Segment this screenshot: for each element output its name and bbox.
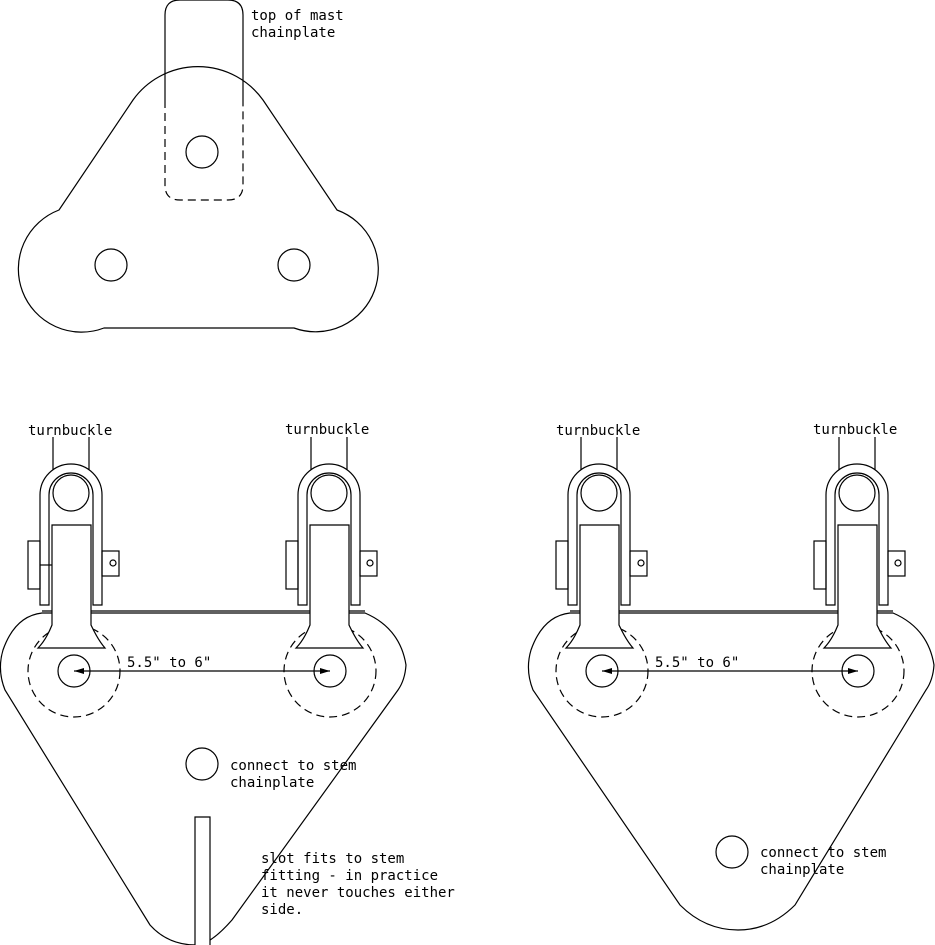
mast-tang-hidden xyxy=(164,100,244,201)
mast-plate-hole-right xyxy=(277,248,311,282)
left-plate-slot xyxy=(194,816,211,945)
mast-tang xyxy=(164,0,244,100)
left-turnbuckle-a xyxy=(27,437,120,688)
right-dimension-arrow xyxy=(602,668,858,674)
left-stem-plate: 5.5" to 6" turnbuckle turnbuckle connect… xyxy=(0,422,455,945)
right-turnbuckle-b xyxy=(813,437,906,688)
left-stem-hole xyxy=(185,747,219,781)
right-stem-hole xyxy=(715,835,749,869)
left-turnbuckle-label-b: turnbuckle xyxy=(285,422,369,438)
left-connect-line2: chainplate xyxy=(230,775,314,791)
left-dimension-arrow xyxy=(74,668,330,674)
left-slot-note-line4: side. xyxy=(261,902,303,918)
right-dimension-label: 5.5" to 6" xyxy=(655,655,739,671)
right-connect-line2: chainplate xyxy=(760,862,844,878)
mast-plate-hole-left xyxy=(94,248,128,282)
right-turnbuckle-label-a: turnbuckle xyxy=(556,423,640,439)
right-plate-outline xyxy=(527,612,935,931)
mast-label-line1: top of mast xyxy=(251,8,344,24)
mast-plate-outline xyxy=(17,66,379,333)
right-connect-line1: connect to stem xyxy=(760,845,886,861)
left-slot-note-line1: slot fits to stem xyxy=(261,851,404,867)
mast-tang-hole xyxy=(185,135,219,169)
left-connect-line1: connect to stem xyxy=(230,758,356,774)
right-turnbuckle-a xyxy=(555,437,648,688)
left-turnbuckle-label-a: turnbuckle xyxy=(28,423,112,439)
left-slot-note-line2: fitting - in practice xyxy=(261,868,438,884)
right-stem-plate: 5.5" to 6" turnbuckle turnbuckle connect… xyxy=(527,422,935,931)
left-dimension-label: 5.5" to 6" xyxy=(127,655,211,671)
mast-label-line2: chainplate xyxy=(251,25,335,41)
left-turnbuckle-b xyxy=(285,437,378,688)
left-slot-note-line3: it never touches either xyxy=(261,885,455,901)
top-mast-chainplate: top of mast chainplate xyxy=(17,0,379,333)
right-turnbuckle-label-b: turnbuckle xyxy=(813,422,897,438)
